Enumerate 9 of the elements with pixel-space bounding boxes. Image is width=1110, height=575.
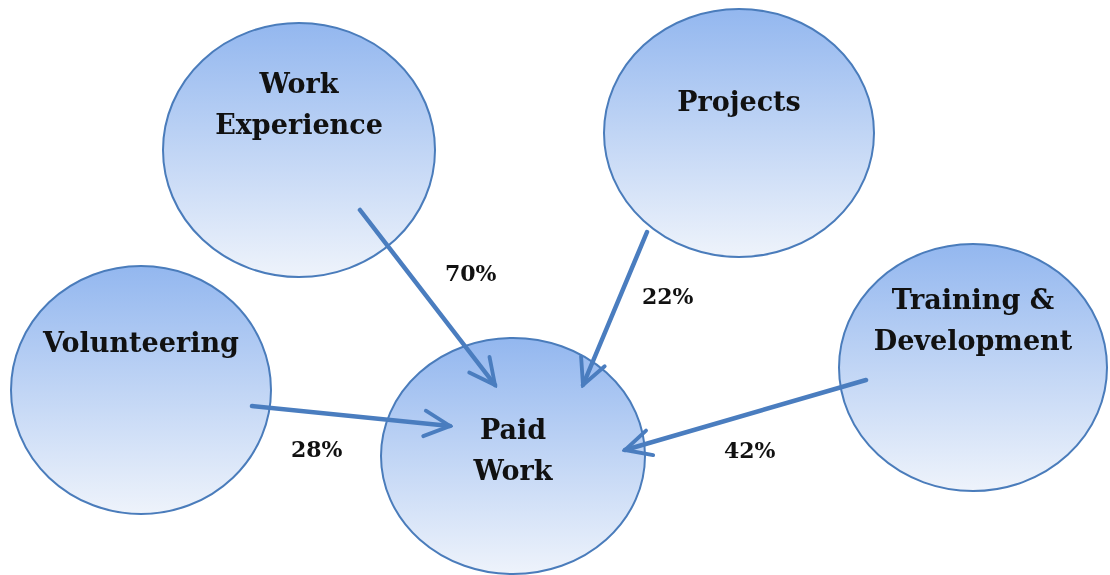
node-label: Paid Work xyxy=(472,413,554,488)
node-label: Projects xyxy=(676,85,802,119)
arrow xyxy=(249,403,453,439)
arrow xyxy=(357,207,498,388)
node-label: Work Experience xyxy=(214,67,384,142)
arrow xyxy=(579,229,650,388)
node-label: Training & Development xyxy=(872,283,1074,358)
arrow xyxy=(622,377,869,458)
node-label: Volunteering xyxy=(41,326,240,360)
